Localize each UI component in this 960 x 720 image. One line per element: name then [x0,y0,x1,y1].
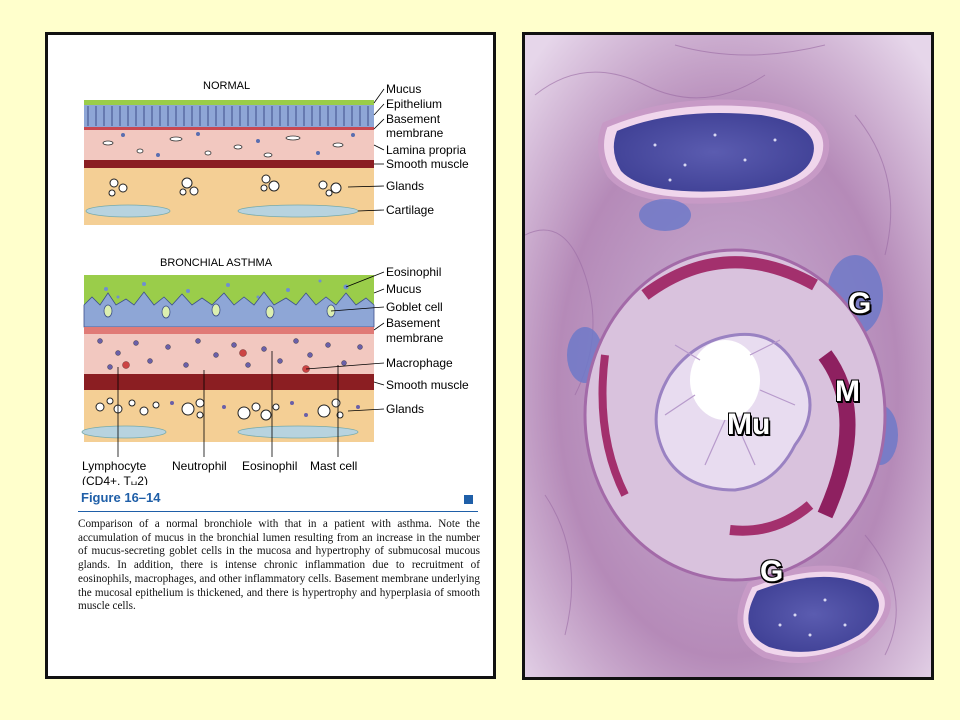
asthma-label-smooth-muscle: Smooth muscle [386,378,469,392]
normal-title: NORMAL [203,80,250,92]
bottom-label-neutrophil: Neutrophil [172,459,227,473]
normal-smooth-muscle-layer [84,160,374,168]
asthma-label-eosinophil: Eosinophil [386,265,441,279]
bronchiole-diagram: NORMAL [81,80,469,485]
cartilage-top [613,113,814,192]
bottom-label-lymphocyte-type: (CD4+, TH2) [82,474,148,485]
asthma-label-glands: Glands [386,402,424,416]
normal-epithelium-layer [84,105,374,127]
asthma-label-mucus: Mucus [386,282,421,296]
asthma-smooth-muscle-layer [84,374,374,390]
micrograph-label-g-bottom: G [760,555,784,588]
cartilage-bottom [748,576,879,652]
normal-label-epithelium: Epithelium [386,97,442,111]
smooth-muscle-top [641,256,818,300]
lumen [690,340,760,420]
figure-caption: Comparison of a normal bronchiole with t… [78,518,480,613]
normal-label-smooth-muscle: Smooth muscle [386,157,469,171]
normal-label-mucus: Mucus [386,82,421,96]
normal-label-membrane: membrane [386,126,444,140]
micrograph-panel: G M Mu G [522,32,934,680]
asthma-cartilage-left [81,425,167,439]
asthma-epithelium-layer [83,291,375,328]
asthma-label-basement: Basement [386,316,441,330]
bottom-label-lymphocyte: Lymphocyte [82,459,147,473]
micrograph-label-m: M [835,375,860,408]
bottom-label-eosinophil: Eosinophil [242,459,297,473]
asthma-basement-layer [84,327,374,334]
figure-rule [78,511,478,512]
normal-mucus-layer [84,100,374,105]
asthma-title: BRONCHIAL ASTHMA [160,257,273,269]
normal-basement-layer [84,127,374,130]
micrograph-label-mu: Mu [727,408,771,441]
normal-label-cartilage: Cartilage [386,203,434,217]
normal-label-lamina-propria: Lamina propria [386,143,466,157]
asthma-label-goblet-cell: Goblet cell [386,300,443,314]
asthma-cartilage-right [237,425,359,439]
textbook-figure-panel: NORMAL [45,32,496,679]
normal-label-basement: Basement [386,112,441,126]
normal-cartilage-left [85,204,171,218]
normal-label-glands: Glands [386,179,424,193]
micrograph-label-g-top: G [848,287,872,320]
normal-lamina-layer [84,130,374,160]
micrograph-image [525,35,931,677]
figure-end-square [464,495,473,504]
bottom-label-mast-cell: Mast cell [310,459,357,473]
smooth-muscle-right [817,350,856,519]
figure-title: Figure 16–14 [81,490,161,505]
asthma-label-membrane: membrane [386,331,444,345]
asthma-label-macrophage: Macrophage [386,356,453,370]
normal-cartilage-right [237,204,359,218]
